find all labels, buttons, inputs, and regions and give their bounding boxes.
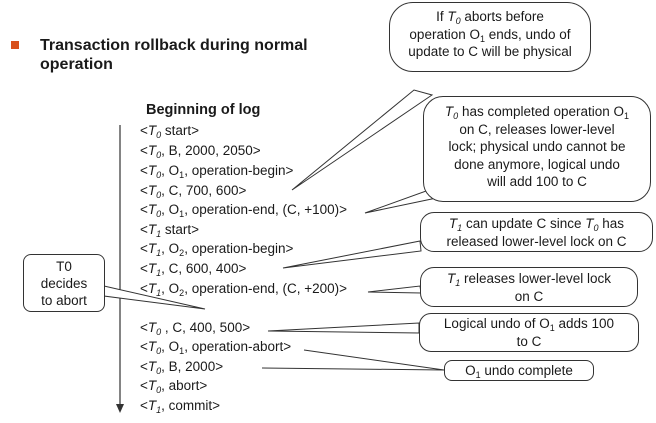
callout-pointer-t1-update — [282, 240, 422, 269]
log-entry: <T0, B, 2000, 2050> — [140, 143, 261, 160]
log-entry: <T0, abort> — [140, 378, 208, 395]
log-entry: <T1, commit> — [140, 398, 221, 415]
callout-pointer-logical-undo — [267, 322, 420, 334]
log-entry: <T0, O1, operation-end, (C, +100)> — [140, 202, 348, 219]
log-entry: <T1, C, 600, 400> — [140, 261, 247, 278]
log-entry: <T0, B, 2000> — [140, 359, 224, 376]
time-axis-arrowhead — [116, 404, 124, 413]
callout-pointer-t1-release — [367, 285, 422, 294]
slide-heading: Transaction rollback during normal opera… — [40, 37, 308, 73]
callout-undo-complete: O1 undo complete — [444, 360, 594, 381]
log-entry: <T0 , C, 400, 500> — [140, 320, 251, 337]
log-entry: <T1 start> — [140, 222, 200, 239]
log-entry: <T0, O1, operation-begin> — [140, 163, 294, 180]
log-entry: <T0, C, 700, 600> — [140, 183, 247, 200]
bullet-marker — [11, 41, 19, 49]
log-entry: <T0, O1, operation-abort> — [140, 339, 292, 356]
log-title: Beginning of log — [146, 102, 261, 118]
callout-pointer-abort-physical — [291, 89, 434, 191]
log-entry: <T1, O2, operation-begin> — [140, 241, 294, 258]
log-entry: <T0 start> — [140, 123, 200, 140]
undo-complete-line-2 — [261, 367, 445, 371]
log-entry: <T1, O2, operation-end, (C, +200)> — [140, 281, 348, 298]
undo-complete-line-1 — [303, 349, 445, 371]
